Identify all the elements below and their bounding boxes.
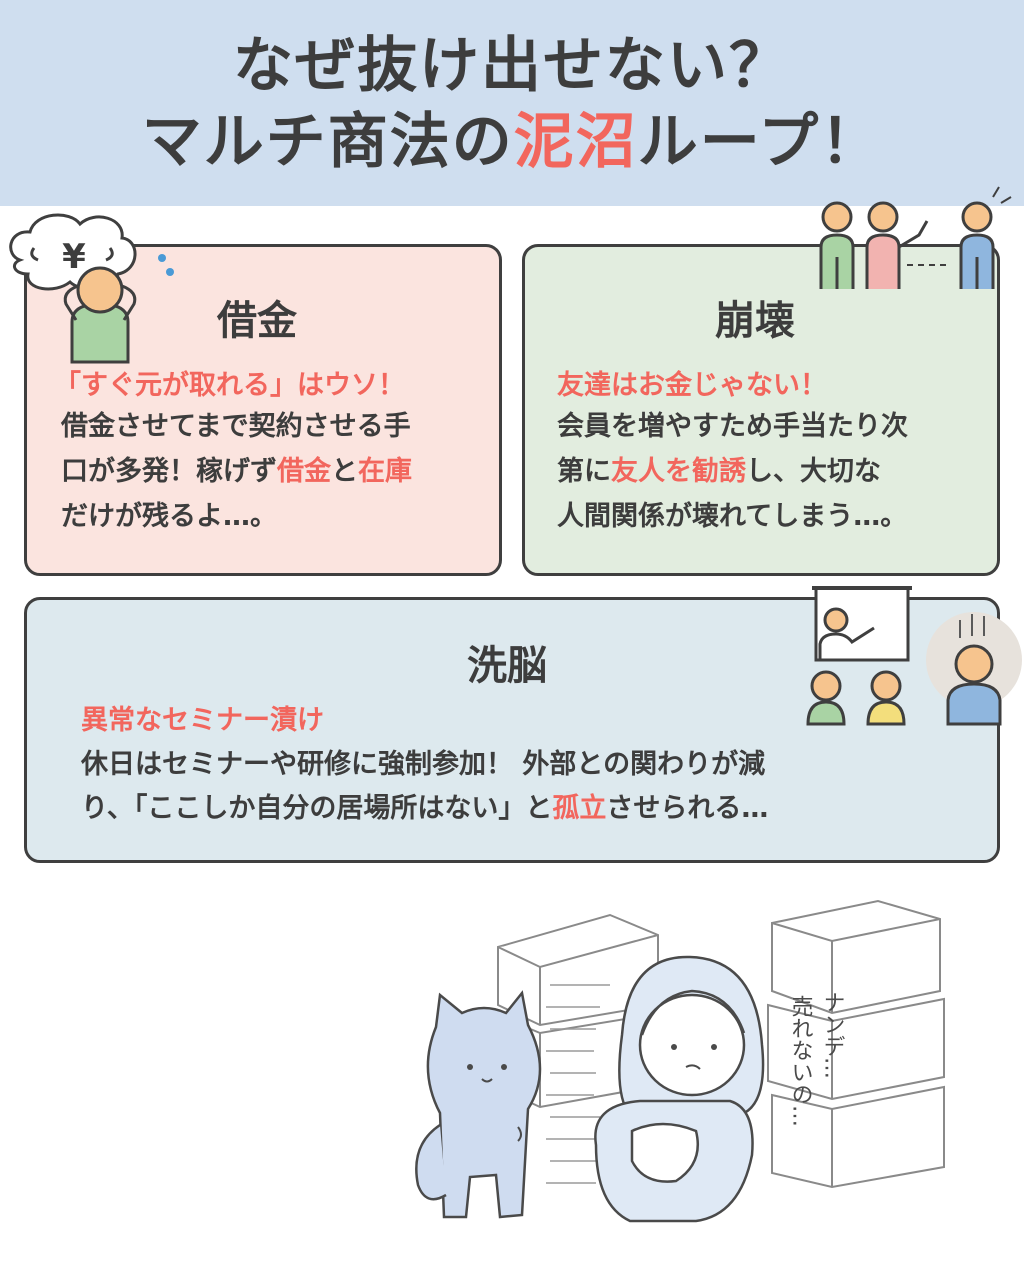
title-accent: 泥沼 [513, 107, 638, 177]
brainwash-highlight: 孤立 [552, 793, 607, 824]
yen-text: ¥ [62, 237, 86, 277]
debt-card-line3: だけが残るよ…。 [61, 501, 277, 532]
brainwash-card-line2: り、「ここしか自分の居場所はない」と孤立させられる… [81, 792, 768, 826]
debt-card-title: 借金 [217, 298, 297, 344]
brainwash-line2-post: させられる… [606, 793, 769, 824]
debt-highlight-debt: 借金 [277, 456, 331, 487]
recruiting-people-illustration [819, 186, 1012, 289]
debt-card-line2: 口が多発！稼げず借金と在庫 [61, 455, 412, 489]
header-banner: なぜ抜け出せない？ マルチ商法の泥沼ループ！ [0, 0, 1024, 206]
brainwash-line2-pre: り、「ここしか自分の居場所はない」と [81, 793, 553, 824]
debt-line2-mid: と [331, 456, 358, 487]
collapse-card: 崩壊 友達はお金じゃない！ 会員を増やすため手当たり次 第に友人を勧誘し、大切な… [522, 244, 1000, 576]
title-text-post: ループ！ [637, 107, 883, 177]
debt-highlight-stock: 在庫 [358, 456, 412, 487]
collapse-line2-post: し、大切な [746, 456, 881, 487]
brainwash-card-title: 洗脳 [467, 643, 547, 689]
brainwash-card: 洗脳 異常なセミナー漬け 休日はセミナーや研修に強制参加！ 外部との関わりが減 … [24, 597, 1000, 863]
brainwash-card-line1: 休日はセミナーや研修に強制参加！ 外部との関わりが減 [81, 749, 766, 780]
debt-card-line1: 借金させてまで契約させる手 [61, 411, 411, 442]
debt-card-lead: 「すぐ元が取れる」はウソ！ [54, 370, 405, 401]
collapse-card-line1: 会員を増やすため手当たり次 [557, 411, 908, 442]
collapse-card-title: 崩壊 [715, 298, 795, 344]
speech-line1: ナンデ… [820, 991, 845, 1079]
page-title-line1: なぜ抜け出せない？ [233, 31, 791, 101]
collapse-highlight: 友人を勧誘 [611, 456, 746, 487]
stuck-with-inventory-illustration: ナンデ… 売れないの… [415, 899, 945, 1223]
collapse-card-line2: 第に友人を勧誘し、大切な [557, 455, 881, 489]
seminar-illustration [806, 586, 1022, 726]
debt-card: 借金 「すぐ元が取れる」はウソ！ 借金させてまで契約させる手 口が多発！稼げず借… [24, 244, 502, 576]
collapse-card-lead: 友達はお金じゃない！ [557, 370, 827, 401]
page-title-line2: マルチ商法の泥沼ループ！ [0, 106, 1024, 178]
brainwash-card-lead: 異常なセミナー漬け [81, 705, 324, 736]
title-text-pre: マルチ商法の [141, 107, 514, 177]
collapse-line2-pre: 第に [557, 456, 611, 487]
collapse-card-line3: 人間関係が壊れてしまう…。 [557, 501, 908, 532]
debt-line2-text: 口が多発！稼げず [61, 456, 277, 487]
worried-person-illustration: ¥ [9, 213, 174, 364]
speech-line2: 売れないの… [788, 995, 814, 1127]
